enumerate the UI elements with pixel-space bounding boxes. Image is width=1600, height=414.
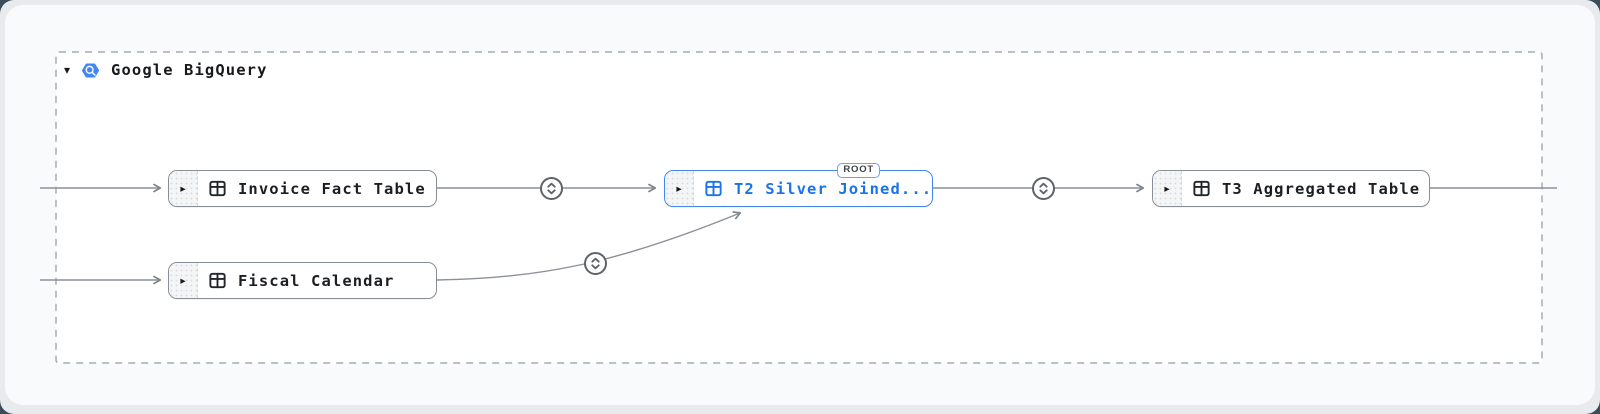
table-icon	[704, 179, 723, 198]
lineage-canvas: ▾ Google BigQuery ▸	[5, 5, 1595, 405]
group-title: Google BigQuery	[111, 61, 268, 79]
edge	[436, 211, 742, 281]
chevrons-up-down-icon	[1037, 181, 1050, 196]
table-icon	[208, 271, 227, 290]
caret-right-icon: ▸	[180, 274, 186, 287]
node-t2-silver-joined[interactable]: ROOT ▸ T2 Silver Joined...	[664, 163, 933, 207]
lineage-stage: ▾ Google BigQuery ▸	[5, 5, 1595, 405]
expand-node-button[interactable]: ▸	[665, 171, 694, 206]
caret-right-icon: ▸	[180, 182, 186, 195]
chevrons-up-down-icon	[545, 181, 558, 196]
expand-node-button[interactable]: ▸	[169, 171, 198, 206]
expand-edge-button[interactable]	[539, 176, 563, 200]
caret-right-icon: ▸	[676, 182, 682, 195]
collapse-group-button[interactable]: ▾	[64, 63, 71, 77]
table-icon	[208, 179, 227, 198]
node-t3-aggregated-table[interactable]: ▸ T3 Aggregated Table	[1152, 170, 1430, 207]
node-fiscal-calendar[interactable]: ▸ Fiscal Calendar	[168, 262, 437, 299]
expand-node-button[interactable]: ▸	[169, 263, 198, 298]
expand-edge-button[interactable]	[1031, 176, 1055, 200]
caret-right-icon: ▸	[1164, 182, 1170, 195]
node-label: Invoice Fact Table	[238, 179, 426, 198]
expand-node-button[interactable]: ▸	[1153, 171, 1182, 206]
node-label: T3 Aggregated Table	[1222, 179, 1421, 198]
chevrons-up-down-icon	[589, 256, 602, 271]
table-icon	[1192, 179, 1211, 198]
node-label: Fiscal Calendar	[238, 271, 395, 290]
expand-edge-button[interactable]	[583, 251, 607, 275]
bigquery-hexagon-icon	[81, 61, 100, 80]
root-badge: ROOT	[837, 163, 880, 178]
node-label: T2 Silver Joined...	[734, 179, 933, 198]
node-invoice-fact-table[interactable]: ▸ Invoice Fact Table	[168, 170, 437, 207]
bigquery-group-box	[55, 51, 1543, 364]
bigquery-group-header: ▾ Google BigQuery	[64, 60, 268, 80]
